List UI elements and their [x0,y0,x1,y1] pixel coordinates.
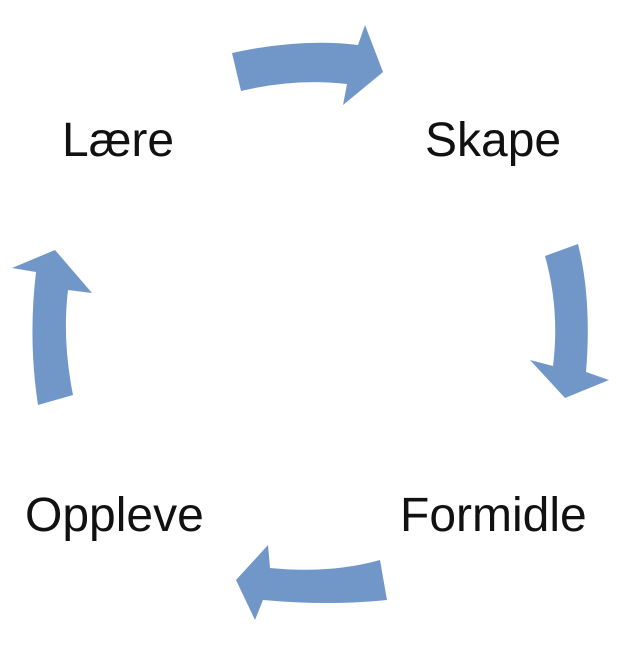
arrow-oppleve-to-laere [12,250,92,405]
step-label-formidle: Formidle [400,489,587,542]
arrow-formidle-to-oppleve [236,545,387,620]
step-label-laere: Lære [62,114,175,167]
arrow-skape-to-formidle [530,244,609,398]
step-label-oppleve: Oppleve [25,489,204,542]
arrow-laere-to-skape [232,25,383,105]
step-label-skape: Skape [425,114,562,167]
